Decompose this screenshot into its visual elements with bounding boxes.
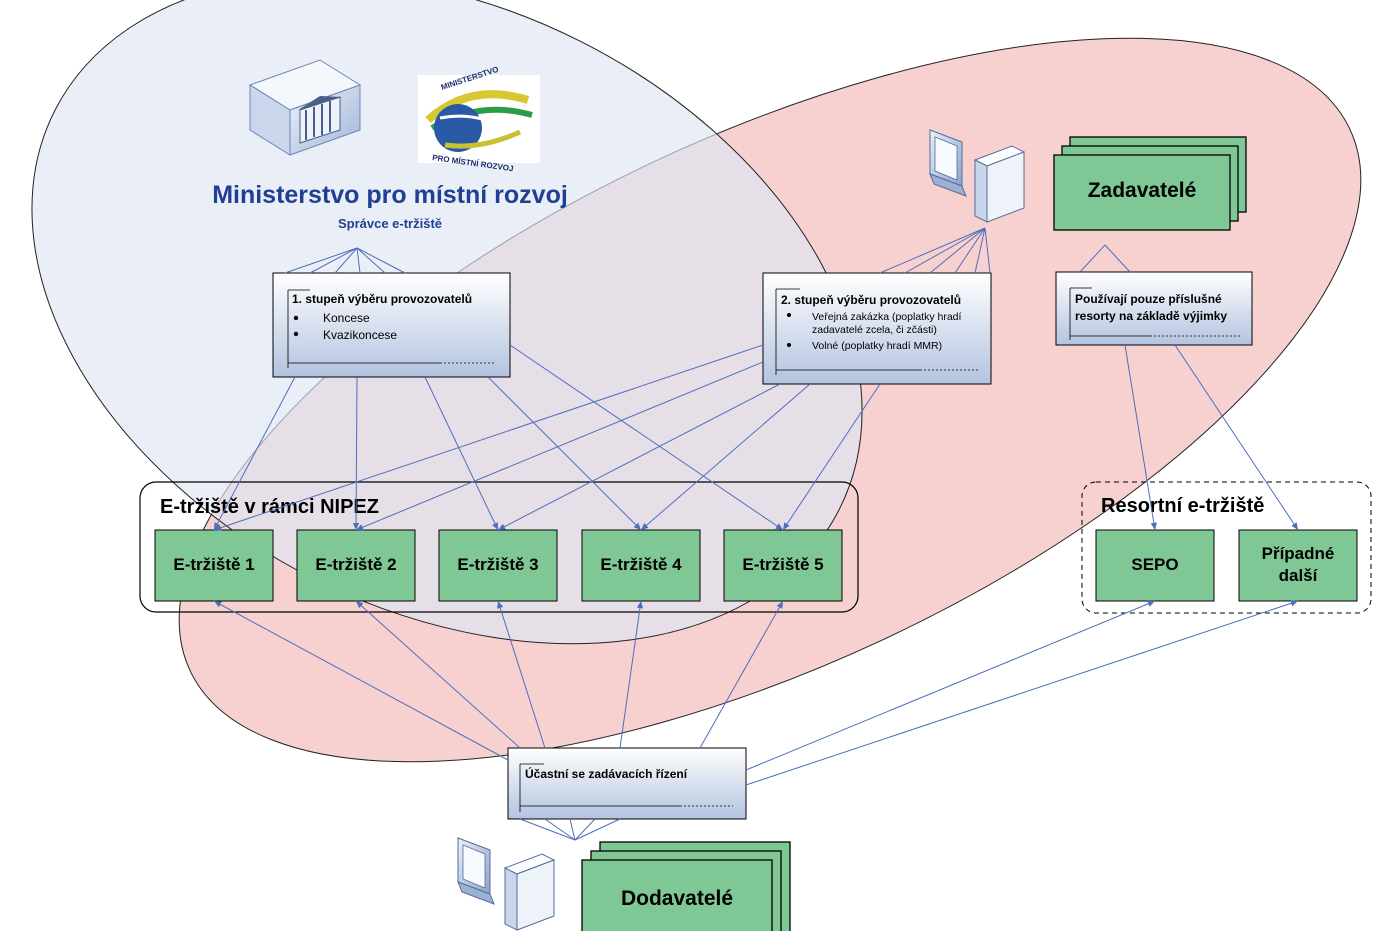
resort-note: Používají pouze příslušné resorty na zák… [1055,271,1253,346]
stage1-item: Kvazikoncese [323,328,397,342]
sepo-box: SEPO [1095,529,1215,602]
sepo-label: SEPO [1131,555,1178,574]
government-building-icon [248,59,362,156]
dodavatele-stack: Dodavatelé [581,841,791,931]
ministry-title: Ministerstvo pro místní rozvoj [212,181,568,209]
computer-icon [457,837,556,931]
stage2-item: Veřejná zakázka (poplatky hradí [812,311,962,323]
ministry-logo-icon: MINISTERSTVO PRO MÍSTNÍ ROZVOJ [418,65,540,173]
stage1-title: 1. stupeň výběru provozovatelů [292,292,472,306]
other-label-line1: Případné [1262,544,1335,563]
market-box: E-tržiště 5 [723,529,843,602]
market-label: E-tržiště 5 [742,555,823,574]
stage2-item: Volné (poplatky hradí MMR) [812,340,942,352]
resort-note-line: resorty na základě výjimky [1075,309,1227,323]
market-box: E-tržiště 4 [581,529,701,602]
stage2-note: 2. stupeň výběru provozovatelů Veřejná z… [762,272,992,385]
nipez-group [139,481,859,613]
stage1-item: Koncese [323,311,370,325]
stage1-note: 1. stupeň výběru provozovatelů Koncese K… [272,272,511,378]
market-box: E-tržiště 2 [296,529,416,602]
ucastni-label: Účastní se zadávacích řízení [525,766,688,781]
zadavatele-label: Zadavatelé [1088,179,1197,202]
market-box: E-tržiště 3 [438,529,558,602]
resortni-label: Resortní e-tržiště [1101,495,1264,517]
market-label: E-tržiště 3 [457,555,538,574]
stage2-title: 2. stupeň výběru provozovatelů [781,293,961,307]
dodavatele-label: Dodavatelé [621,887,733,910]
resort-note-line: Používají pouze příslušné [1075,292,1222,306]
nipez-label: E-tržiště v rámci NIPEZ [160,496,379,518]
computer-icon [929,129,1026,223]
stage2-item: zadavatelé zcela, či zčásti) [812,324,937,336]
other-box: Případné další [1238,529,1358,602]
market-label: E-tržiště 4 [600,555,682,574]
market-label: E-tržiště 1 [173,555,254,574]
other-label-line2: další [1279,566,1319,585]
zadavatele-stack: Zadavatelé [1053,136,1247,231]
market-box: E-tržiště 1 [154,529,274,602]
market-label: E-tržiště 2 [315,555,396,574]
ucastni-note: Účastní se zadávacích řízení [507,747,747,820]
connectors [213,227,1299,841]
ministry-subtitle: Správce e-tržiště [338,216,442,231]
resortni-group [1081,481,1372,614]
